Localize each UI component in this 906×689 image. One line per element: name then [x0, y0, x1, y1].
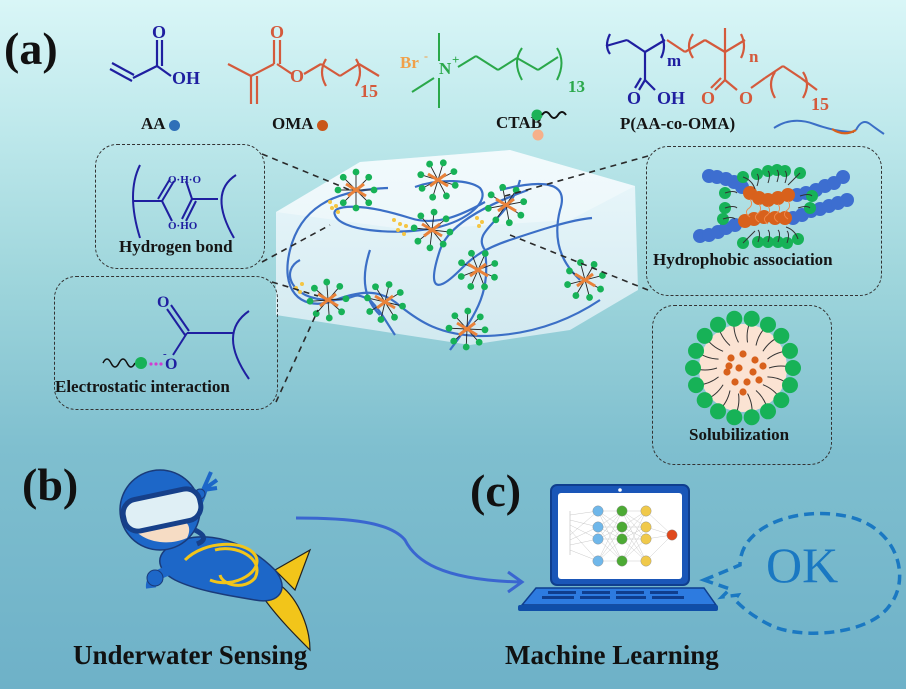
aa-name: AA [141, 114, 166, 133]
flow-arrow [295, 516, 525, 594]
aa-oh-atom: OH [172, 68, 200, 88]
micelle-node [334, 168, 378, 212]
ctab-n-charge: + [452, 52, 459, 67]
electrostatic-charge: - [163, 348, 167, 360]
ctab-surfactant-icon [531, 109, 567, 141]
neural-network-diagram [569, 505, 678, 567]
micelle-node [417, 159, 459, 201]
oma-o-atom-2: O [290, 66, 304, 86]
copolymer-repeat-count: 15 [811, 94, 829, 114]
copolymer-sub-m: m [667, 51, 681, 70]
copolymer-o-1: O [627, 88, 641, 108]
oma-name: OMA [272, 114, 314, 133]
aa-structure: O OH [109, 22, 200, 88]
panel-c-label: (c) [470, 465, 522, 516]
ctab-structure: Br - N + 13 [400, 33, 585, 108]
copolymer-sub-n: n [749, 47, 759, 66]
panel-b-label: (b) [22, 459, 79, 510]
hydrogen-bond-structure: O·H·O O·HO [132, 164, 237, 239]
copolymer-chain-icon [773, 119, 885, 135]
electrostatic-o-atom: O [165, 356, 177, 373]
hydrogen-bond-box: O·H·O O·HO Hydrogen bond [95, 144, 265, 269]
ok-text: OK [766, 537, 839, 593]
aa-label: AA [141, 114, 180, 134]
speech-bubble [699, 511, 902, 635]
machine-learning-caption: Machine Learning [505, 640, 719, 670]
electrostatic-label: Electrostatic interaction [55, 377, 230, 396]
diver-goggles [120, 486, 204, 534]
electrostatic-structure: O O - [102, 294, 250, 380]
micelle-structure [685, 310, 801, 426]
oma-dot-icon [316, 119, 328, 131]
copolymer-label: P(AA-co-OMA) [620, 114, 736, 133]
ctab-counter-charge: - [424, 49, 428, 63]
micelle-node [445, 307, 489, 351]
micelle-node [564, 259, 606, 301]
ctab-n-atom: N [439, 59, 452, 78]
hbond-top-atoms: O·H·O [168, 174, 201, 186]
underwater-sensing-caption: Underwater Sensing [73, 640, 308, 670]
copolymer-o-3: O [739, 88, 753, 108]
solubilization-label: Solubilization [689, 425, 790, 444]
br-dot-icon [532, 129, 544, 141]
diver-illustration [119, 469, 312, 652]
oma-o-atom-1: O [270, 22, 284, 42]
solubilization-box: Solubilization [652, 305, 832, 465]
copolymer-o-2: O [701, 88, 715, 108]
diver-fin-upper [274, 548, 312, 592]
oma-repeat-count: 15 [360, 81, 378, 101]
micelle-node [410, 208, 454, 252]
micelle-node [306, 278, 350, 322]
aa-o-atom: O [152, 22, 166, 42]
oma-label: OMA [272, 114, 328, 134]
ctab-label: CTAB [496, 113, 542, 133]
ctab-counter-ion: Br [400, 53, 419, 72]
electrostatic-box: O O - Electrostatic interaction [54, 276, 278, 410]
ctab-name: CTAB [496, 113, 542, 132]
hydrophobic-box: Hydrophobic association [646, 146, 882, 296]
electrostatic-o-top: O [157, 294, 169, 311]
copolymer-oh: OH [657, 88, 685, 108]
surfactant-head-icon [135, 357, 147, 369]
micelle-node [364, 281, 406, 323]
aa-dot-icon [168, 119, 180, 131]
micelle-node [484, 183, 528, 227]
ctab-repeat-count: 13 [568, 77, 585, 96]
laptop-illustration [518, 484, 718, 611]
oma-structure: O O 15 [227, 22, 380, 104]
micelle-node [457, 249, 499, 291]
hydrophobic-label: Hydrophobic association [653, 250, 833, 269]
copolymer-structure: m n O OH O O 15 [605, 28, 829, 114]
diver-fin-lower [264, 584, 311, 652]
hydrogen-bond-label: Hydrogen bond [119, 237, 233, 256]
panel-a-label: (a) [4, 23, 58, 74]
hydrophobic-structure [693, 164, 854, 249]
hbond-bottom-atoms: O·HO [168, 220, 198, 232]
